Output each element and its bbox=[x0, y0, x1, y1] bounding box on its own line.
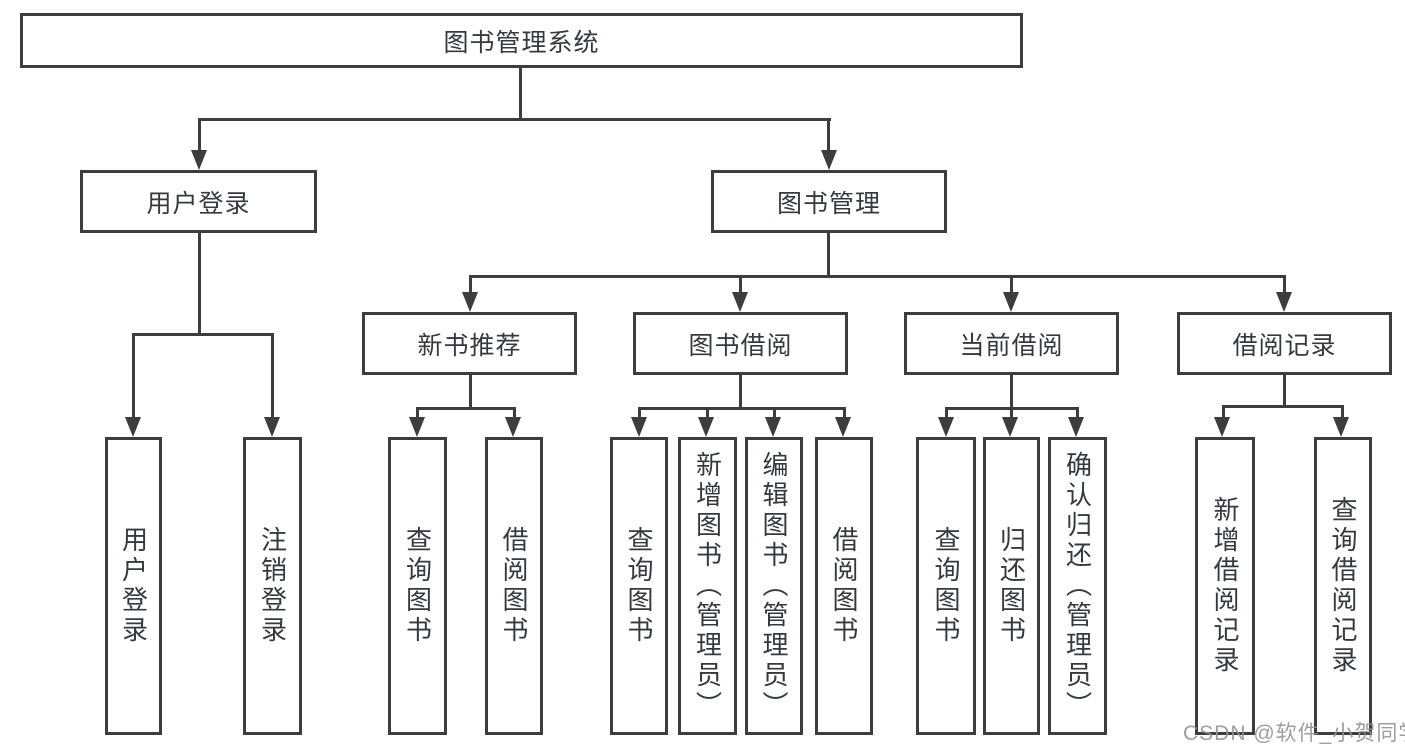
arrowhead-icon bbox=[821, 150, 837, 170]
leaf-add-borrow-record: 新增借阅记录 bbox=[1195, 437, 1255, 735]
connector-line bbox=[1010, 407, 1013, 417]
connector-line bbox=[1222, 405, 1225, 417]
connector-line bbox=[827, 118, 830, 152]
connector-line bbox=[198, 118, 831, 121]
connector-line bbox=[198, 118, 201, 152]
connector-line bbox=[1222, 405, 1344, 408]
leaf-user-login: 用户登录 bbox=[105, 437, 162, 735]
arrowhead-icon bbox=[1333, 417, 1349, 437]
node-user-login: 用户登录 bbox=[80, 170, 317, 233]
connector-line bbox=[271, 333, 274, 419]
node-current-borrow: 当前借阅 bbox=[904, 312, 1119, 375]
leaf-edit-book-admin: 编辑图书（管理员） bbox=[745, 437, 803, 735]
leaf-query-books: 查询图书 bbox=[610, 437, 668, 735]
connector-line bbox=[132, 333, 274, 336]
arrowhead-icon bbox=[1214, 417, 1230, 437]
leaf-logout: 注销登录 bbox=[243, 437, 302, 735]
leaf-return-book: 归还图书 bbox=[983, 437, 1040, 735]
arrowhead-icon bbox=[1068, 417, 1084, 437]
leaf-query-books: 查询图书 bbox=[916, 437, 976, 735]
arrowhead-icon bbox=[732, 292, 748, 312]
connector-line bbox=[469, 275, 1286, 278]
connector-line bbox=[198, 233, 201, 333]
node-borrow-records: 借阅记录 bbox=[1177, 312, 1392, 375]
arrowhead-icon bbox=[835, 417, 851, 437]
arrowhead-icon bbox=[631, 417, 647, 437]
connector-line bbox=[1341, 405, 1344, 417]
node-new-book-recommend: 新书推荐 bbox=[362, 312, 577, 375]
arrowhead-icon bbox=[264, 417, 280, 437]
connector-line bbox=[739, 275, 742, 294]
connector-line bbox=[416, 407, 516, 410]
arrowhead-icon bbox=[938, 417, 954, 437]
connector-line bbox=[1010, 375, 1013, 407]
connector-line bbox=[513, 407, 516, 417]
arrowhead-icon bbox=[1002, 417, 1018, 437]
connector-line bbox=[638, 407, 641, 417]
connector-line bbox=[469, 275, 472, 294]
node-book-borrow: 图书借阅 bbox=[633, 312, 848, 375]
connector-line bbox=[739, 375, 742, 407]
connector-line bbox=[773, 407, 776, 417]
arrowhead-icon bbox=[698, 417, 714, 437]
arrowhead-icon bbox=[191, 150, 207, 170]
arrowhead-icon bbox=[1003, 292, 1019, 312]
arrowhead-icon bbox=[505, 417, 521, 437]
csdn-watermark: CSDN @软件_小贺同学 bbox=[1183, 722, 1405, 745]
connector-line bbox=[469, 375, 472, 407]
arrowhead-icon bbox=[125, 417, 141, 437]
connector-line bbox=[843, 407, 846, 417]
connector-line bbox=[1010, 275, 1013, 294]
leaf-borrow-books: 借阅图书 bbox=[815, 437, 873, 735]
connector-line bbox=[1076, 407, 1079, 417]
leaf-query-borrow-record: 查询借阅记录 bbox=[1314, 437, 1372, 735]
arrowhead-icon bbox=[1276, 292, 1292, 312]
connector-line bbox=[132, 333, 135, 419]
leaf-add-book-admin: 新增图书（管理员） bbox=[678, 437, 737, 735]
connector-line bbox=[827, 232, 830, 275]
connector-line bbox=[945, 407, 948, 417]
connector-line bbox=[1283, 375, 1286, 405]
connector-line bbox=[706, 407, 709, 417]
leaf-query-books: 查询图书 bbox=[388, 437, 447, 735]
leaf-borrow-books: 借阅图书 bbox=[485, 437, 543, 735]
connector-line bbox=[416, 407, 419, 417]
arrowhead-icon bbox=[462, 292, 478, 312]
connector-line bbox=[519, 68, 522, 118]
node-library-system: 图书管理系统 bbox=[20, 13, 1023, 68]
leaf-confirm-return-admin: 确认归还（管理员） bbox=[1048, 437, 1107, 735]
connector-line bbox=[1283, 275, 1286, 294]
node-book-management: 图书管理 bbox=[711, 170, 947, 233]
connector-line bbox=[638, 407, 846, 410]
arrowhead-icon bbox=[765, 417, 781, 437]
arrowhead-icon bbox=[409, 417, 425, 437]
